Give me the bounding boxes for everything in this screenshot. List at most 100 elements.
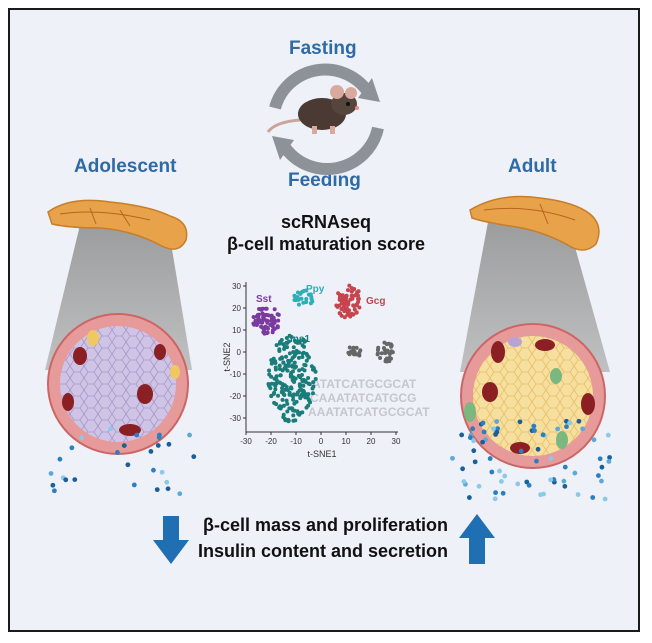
tsne-point <box>279 337 284 342</box>
cluster-label-gcg: Gcg <box>366 296 385 307</box>
tsne-point <box>265 330 270 335</box>
tsne-point <box>295 392 300 397</box>
adolescent-islet <box>47 313 189 455</box>
adult-islet <box>460 323 606 469</box>
cluster-label-sst: Sst <box>256 294 272 305</box>
tsne-point <box>273 387 278 392</box>
tsne-point <box>357 305 362 310</box>
tsne-point <box>292 365 297 370</box>
tsne-point <box>298 291 303 296</box>
tsne-point <box>304 297 309 302</box>
tsne-point <box>295 340 300 345</box>
secretion-dot <box>470 426 476 432</box>
secretion-dot <box>476 483 482 489</box>
tsne-point <box>281 403 286 408</box>
secretion-dot <box>466 495 472 500</box>
secretion-dot <box>480 420 486 426</box>
tsne-point <box>260 306 265 311</box>
tsne-point <box>298 394 303 399</box>
tsne-point <box>296 350 301 355</box>
secretion-dot <box>494 429 500 435</box>
secretion-dot <box>590 495 596 500</box>
secretion-dot <box>460 466 466 472</box>
secretion-dot <box>461 479 467 484</box>
tsne-point <box>281 360 286 365</box>
tsne-point <box>287 351 292 356</box>
tsne-point <box>302 368 307 373</box>
tsne-point <box>303 379 308 384</box>
mouse-icon <box>266 85 359 134</box>
tsne-point <box>281 342 286 347</box>
secretion-dot <box>187 432 192 438</box>
tsne-point <box>272 307 277 312</box>
secretion-dot <box>517 419 523 425</box>
tsne-point <box>255 312 260 317</box>
tsne-point <box>291 345 296 350</box>
tsne-point <box>295 295 300 300</box>
secretion-dot <box>548 455 554 461</box>
up-arrow-icon <box>459 514 495 564</box>
tsne-point <box>251 321 256 326</box>
tsne-point <box>347 345 352 350</box>
tsne-point <box>306 376 311 381</box>
tsne-point <box>269 361 274 366</box>
tsne-point <box>352 307 357 312</box>
secretion-dot <box>50 482 56 488</box>
tsne-point <box>280 397 285 402</box>
tsne-x-tick-label: -30 <box>240 437 252 446</box>
tsne-point <box>255 319 260 324</box>
tsne-point <box>278 373 283 378</box>
tsne-point <box>343 300 348 305</box>
secretion-dot <box>155 443 161 448</box>
adolescent-label: Adolescent <box>74 156 177 177</box>
secretion-dot <box>156 435 162 441</box>
tsne-point <box>304 405 309 410</box>
tsne-point <box>272 381 277 386</box>
tsne-point <box>357 353 362 358</box>
cycle-arrow-head-icon <box>272 136 294 160</box>
tsne-point <box>296 373 301 378</box>
secretion-dot <box>555 426 561 432</box>
secretion-dot <box>534 458 539 464</box>
tsne-point <box>276 393 281 398</box>
tsne-point <box>296 355 301 360</box>
secretion-dot <box>567 420 573 426</box>
outcome-line-1: β-cell mass and proliferation <box>203 515 449 535</box>
tsne-point <box>290 369 295 374</box>
tsne-point <box>273 359 278 364</box>
tsne-point <box>275 312 280 317</box>
secretion-dot <box>495 426 501 432</box>
secretion-dot <box>531 423 537 429</box>
secretion-dot <box>481 429 487 435</box>
tsne-point <box>284 354 289 359</box>
tsne-point <box>289 385 294 390</box>
secretion-dot <box>498 478 504 484</box>
tsne-y-tick-label: 20 <box>232 304 241 313</box>
tsne-point <box>278 404 283 409</box>
cluster-label-ins1: Ins1 <box>290 334 310 345</box>
tsne-point <box>337 292 342 297</box>
tsne-point <box>292 353 297 358</box>
tsne-point <box>299 373 304 378</box>
tsne-point <box>294 399 299 404</box>
secretion-dot <box>526 482 532 488</box>
tsne-point <box>283 364 288 369</box>
tsne-point <box>267 372 272 377</box>
tsne-point <box>309 364 314 369</box>
tsne-point <box>274 374 279 379</box>
secretion-dot <box>177 491 183 497</box>
tsne-point <box>274 343 279 348</box>
tsne-point <box>311 380 316 385</box>
secretion-dots-adult <box>450 418 612 502</box>
tsne-point <box>291 392 296 397</box>
tsne-point <box>266 382 271 387</box>
tsne-point <box>347 283 352 288</box>
tsne-point <box>346 300 351 305</box>
tsne-point <box>300 355 305 360</box>
tsne-point <box>347 312 352 317</box>
tsne-point <box>263 306 268 311</box>
secretion-dot <box>561 478 567 484</box>
tsne-point <box>313 377 318 382</box>
tsne-point <box>339 307 344 312</box>
